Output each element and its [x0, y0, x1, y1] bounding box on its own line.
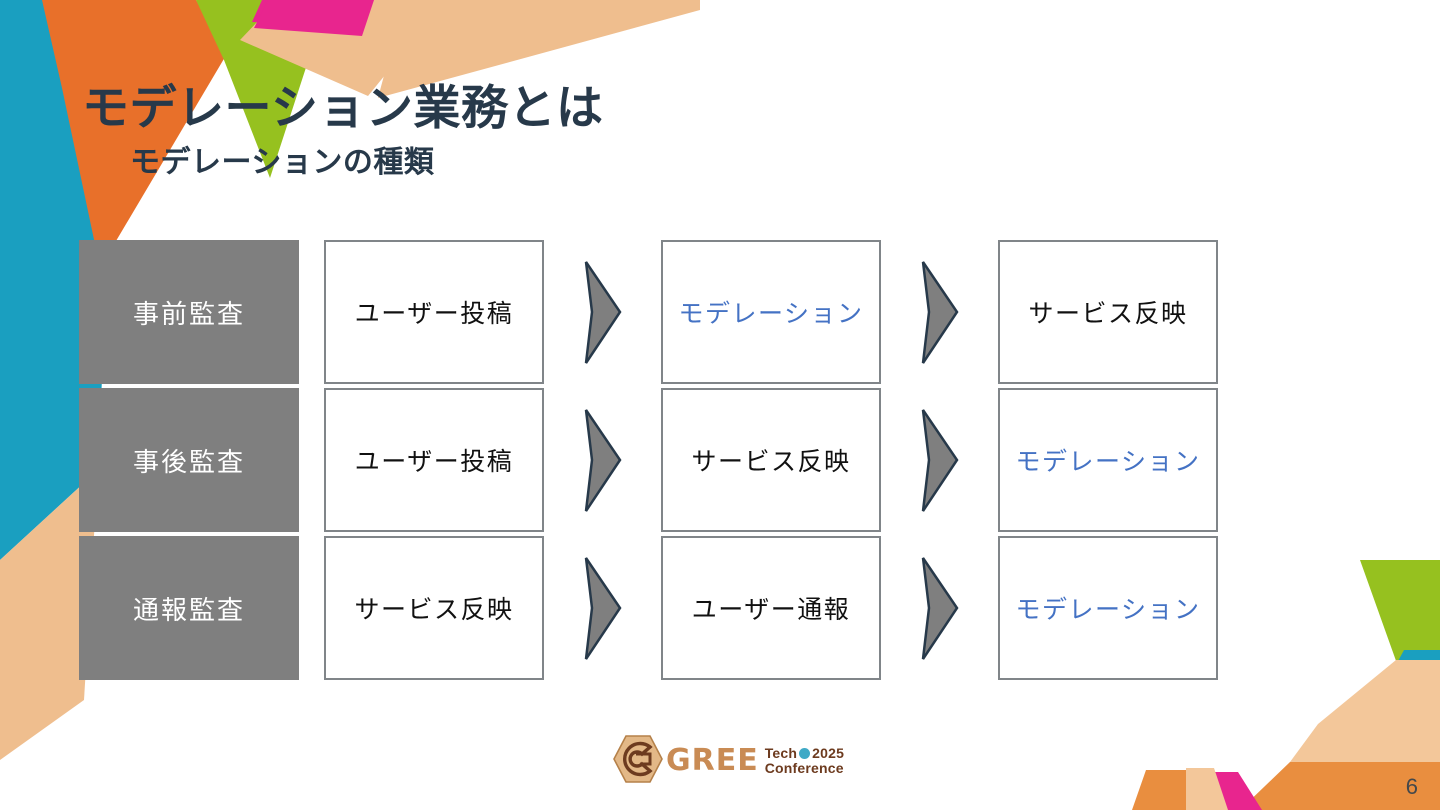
page-subtitle: モデレーションの種類	[130, 145, 435, 179]
decor-shape-magenta-bottom	[1178, 772, 1262, 810]
logo-tagline: Tech 2025 Conference	[765, 746, 844, 775]
decor-shape-orange-bottom	[1132, 770, 1186, 810]
decor-shape-peach-right	[1290, 660, 1440, 762]
gree-hexagon-logo-icon	[612, 734, 664, 789]
decor-shape-green-right	[1360, 560, 1440, 690]
page-title: モデレーション業務とは	[82, 81, 604, 134]
flow-step-box: サービス反映	[324, 536, 544, 680]
flow-step-box: ユーザー投稿	[324, 388, 544, 532]
flow-arrow-icon	[544, 536, 661, 680]
flow-step-box: サービス反映	[998, 240, 1218, 384]
flow-step-box: サービス反映	[661, 388, 881, 532]
flow-arrow-icon	[544, 240, 661, 384]
flow-arrow-icon	[881, 240, 998, 384]
page-number: 6	[1405, 774, 1418, 799]
logo-tagline-line1: Tech 2025	[765, 746, 844, 761]
flow-arrow-icon	[881, 388, 998, 532]
logo-brand-text: GREE	[666, 743, 759, 778]
flow-arrow-icon	[544, 388, 661, 532]
spacer	[299, 388, 324, 536]
spacer	[299, 536, 324, 684]
decor-shape-peach-bottom	[1186, 768, 1228, 810]
category-cell: 事前監査	[79, 240, 299, 384]
category-cell: 事後監査	[79, 388, 299, 532]
logo-conference-text: Conference	[764, 760, 844, 776]
logo-tech-text: Tech	[764, 745, 798, 762]
spacer	[299, 240, 324, 388]
category-cell: 通報監査	[79, 536, 299, 680]
flow-step-box: モデレーション	[661, 240, 881, 384]
decor-shape-cyan-right	[1364, 650, 1440, 724]
logo-wordmark: GREE Tech 2025 Conference	[666, 746, 844, 776]
diagram-row: 通報監査 サービス反映 ユーザー通報 モデレーション	[79, 536, 1218, 684]
diagram-row: 事前監査 ユーザー投稿 モデレーション サービス反映	[79, 240, 1218, 388]
decor-shape-magenta-top	[252, 0, 370, 26]
moderation-types-diagram: 事前監査 ユーザー投稿 モデレーション サービス反映 事後監査 ユーザー投稿 サ…	[79, 240, 1218, 684]
flow-arrow-icon	[881, 536, 998, 680]
flow-step-box: ユーザー投稿	[324, 240, 544, 384]
gree-tech-conference-logo: GREE Tech 2025 Conference	[612, 734, 844, 789]
title-block: モデレーション業務とは モデレーションの種類	[82, 81, 604, 181]
diagram-row: 事後監査 ユーザー投稿 サービス反映 モデレーション	[79, 388, 1218, 536]
logo-dot-icon	[799, 748, 811, 760]
flow-step-box: モデレーション	[998, 536, 1218, 680]
decor-shape-magenta-wedge	[254, 0, 374, 36]
logo-year-text: 2025	[812, 745, 845, 762]
flow-step-box: ユーザー通報	[661, 536, 881, 680]
flow-step-box: モデレーション	[998, 388, 1218, 532]
